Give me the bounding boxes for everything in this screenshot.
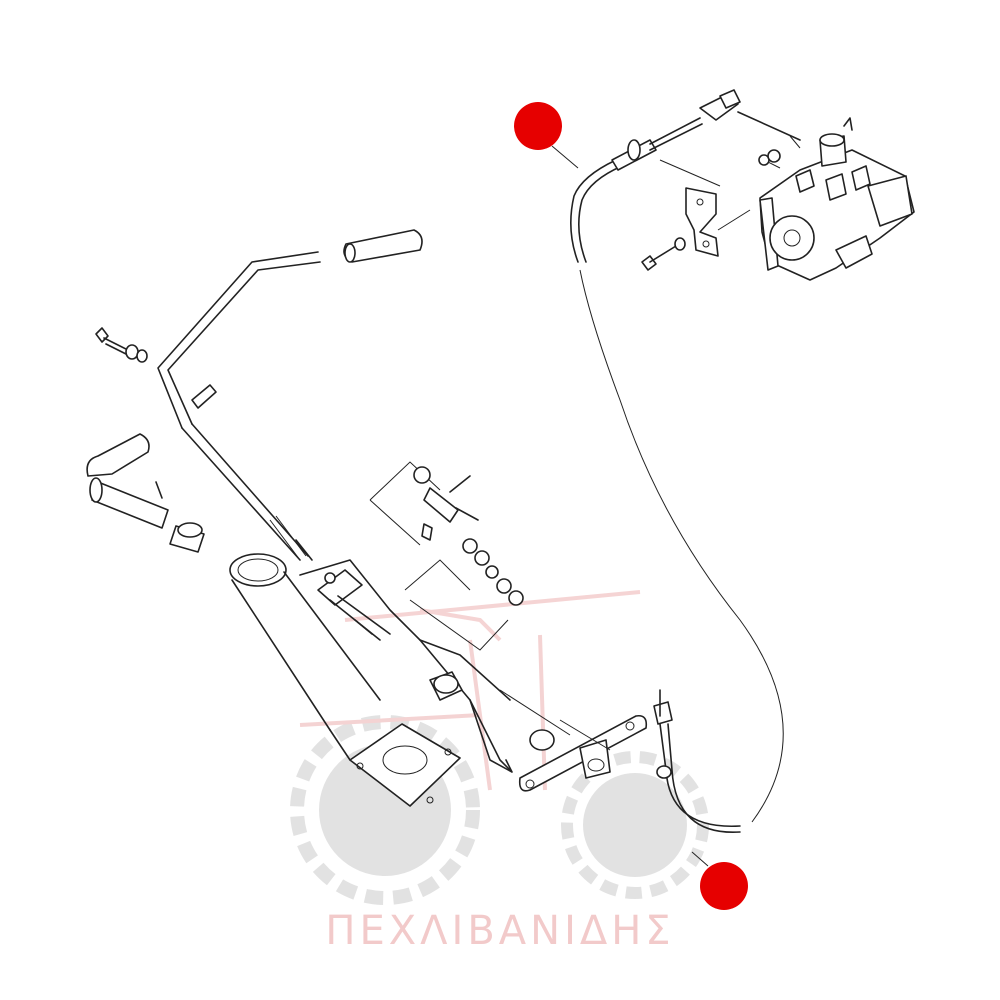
pivot-pin-left	[86, 433, 205, 553]
throttle-cable	[570, 117, 784, 833]
watermark-tractor-top	[299, 590, 641, 791]
cable-bracket	[641, 159, 751, 271]
mounting-bolt-left	[95, 327, 148, 363]
cable-end-fitting-bottom	[653, 689, 673, 779]
lever-handle-grip	[343, 229, 423, 263]
watermark-logo	[290, 590, 709, 905]
red-marker-cable-end-top	[514, 102, 562, 150]
linkage-arm	[499, 689, 648, 792]
lever-tab	[191, 384, 217, 409]
watermark-brand-text: ΠΕΧΛΙΒΑΝΙΔΗΣ	[325, 908, 675, 954]
cable-end-fitting-top	[699, 89, 741, 121]
leader-line-bottom	[691, 851, 709, 867]
leader-line-top	[551, 145, 579, 169]
pedestal-fittings	[317, 569, 463, 701]
red-marker-cable-end-bottom	[700, 862, 748, 910]
injection-pump	[737, 111, 915, 281]
lever-pedestal	[229, 553, 513, 807]
watermark-wheel-right	[561, 751, 709, 899]
throttle-lever	[157, 251, 321, 561]
hardware-stack	[369, 461, 524, 651]
